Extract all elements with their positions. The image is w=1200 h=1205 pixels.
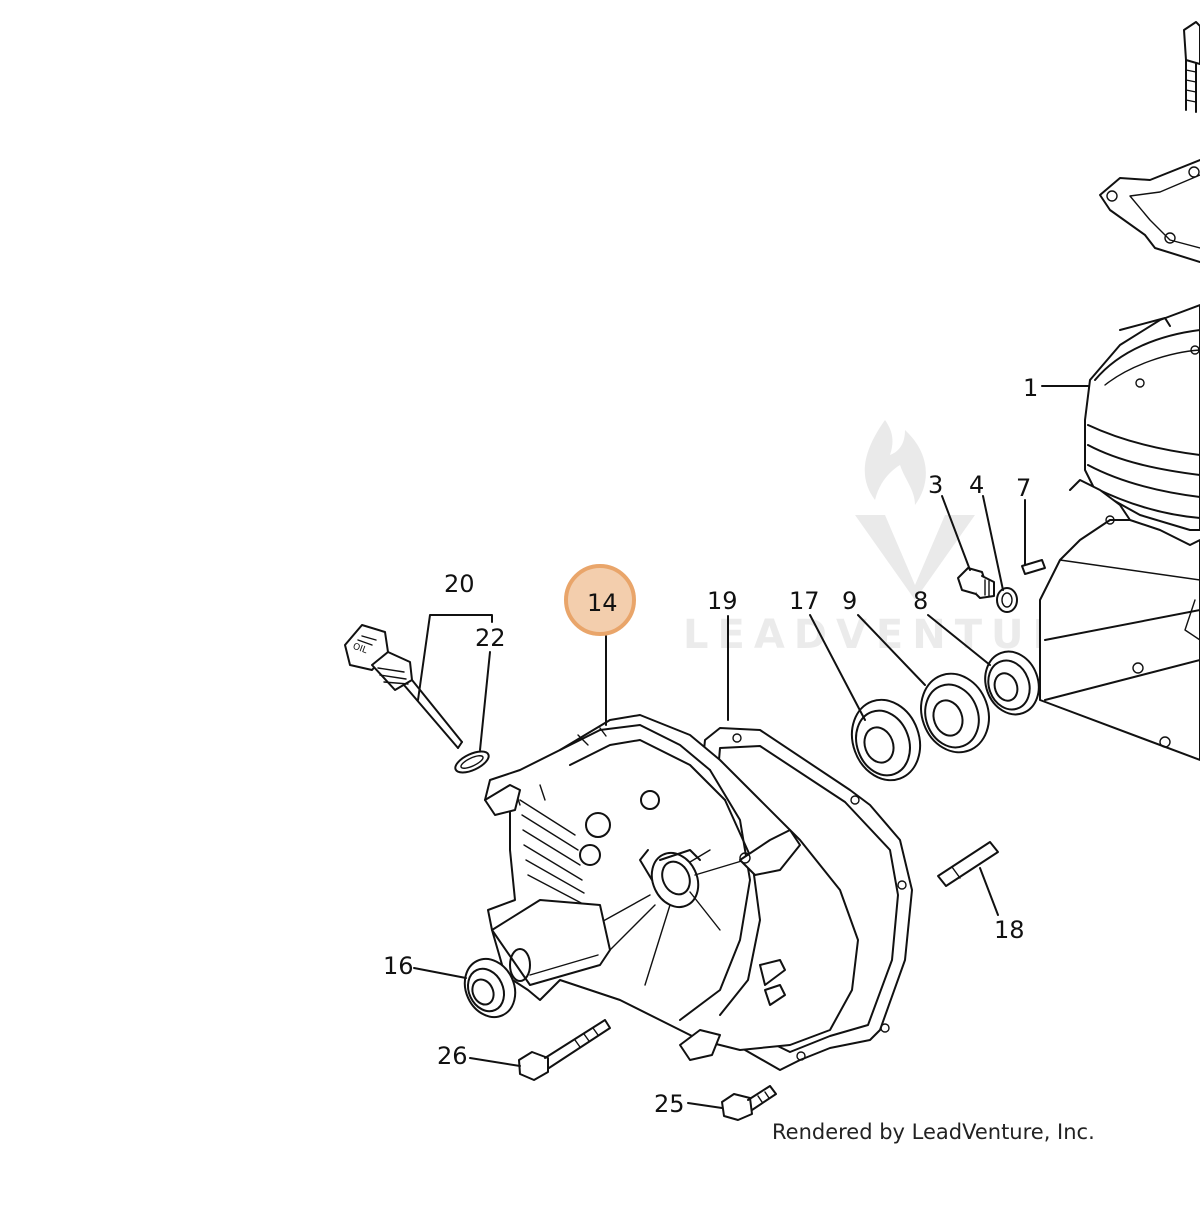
- callout-3: 3: [928, 471, 943, 499]
- leader-lines: [413, 385, 1089, 1109]
- bearing-part-8: [984, 650, 1040, 716]
- bearing-part-9: [920, 672, 990, 754]
- callout-22: 22: [475, 624, 506, 652]
- dowel-pin-part-7: [1021, 559, 1046, 575]
- callout-20: 20: [444, 570, 475, 598]
- callout-25: 25: [654, 1090, 685, 1118]
- oil-seal-part-16: [463, 957, 517, 1019]
- highlight-circle[interactable]: [564, 564, 636, 636]
- callout-labels: 1 3 4 7 8 9 17 19 20 22 16 18 26 25: [383, 374, 1038, 1118]
- callout-1: 1: [1023, 374, 1038, 402]
- crankcase: [1039, 479, 1200, 761]
- callout-26: 26: [437, 1042, 468, 1070]
- dipstick-oil-text: OIL: [351, 642, 368, 656]
- cylinder-bolt: [1183, 21, 1200, 113]
- dowel-pin-part-18: [937, 841, 999, 887]
- washer-part-4: [996, 587, 1018, 613]
- callout-17: 17: [789, 587, 820, 615]
- dipstick-part-20: OIL: [344, 624, 463, 749]
- callout-8: 8: [913, 587, 928, 615]
- o-ring-part-22: [454, 750, 490, 774]
- callout-9: 9: [842, 587, 857, 615]
- cylinder-block: [1084, 304, 1200, 531]
- callout-14: 14: [587, 589, 618, 617]
- callout-7: 7: [1016, 474, 1031, 502]
- head-gasket: [1099, 159, 1200, 263]
- callout-16: 16: [383, 952, 414, 980]
- callout-4: 4: [969, 471, 984, 499]
- bolt-part-26: [518, 1019, 611, 1081]
- bearing-part-17: [850, 698, 922, 782]
- callout-18: 18: [994, 916, 1025, 944]
- highlighted-callout-14[interactable]: 14: [564, 564, 636, 636]
- footer-credit: Rendered by LeadVenture, Inc.: [772, 1120, 1095, 1144]
- bolt-part-25: [721, 1085, 777, 1121]
- drain-plug-part-3: [957, 567, 995, 599]
- callout-19: 19: [707, 587, 738, 615]
- crankcase-cover-part-14: [484, 714, 859, 1061]
